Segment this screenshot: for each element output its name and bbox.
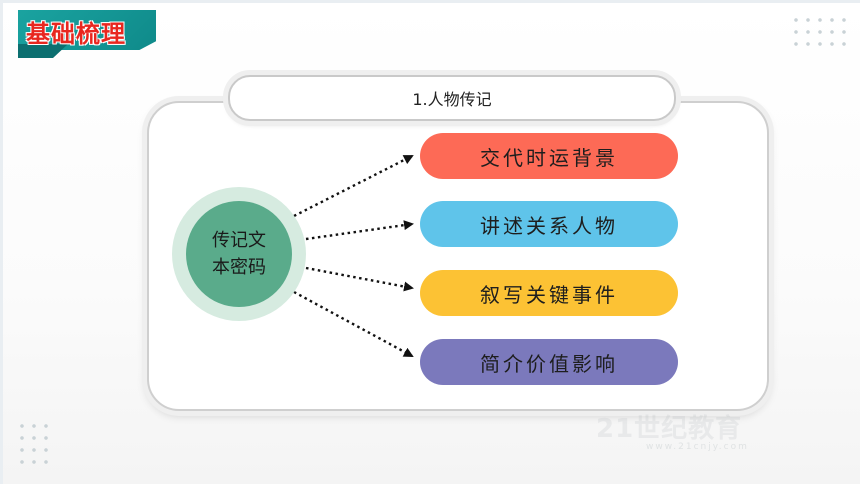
decorative-dots-bottom-left	[16, 420, 52, 470]
section-badge-label: 基础梳理	[26, 20, 126, 48]
item-pill-1-label: 交代时运背景	[480, 145, 618, 170]
left-border	[0, 0, 3, 484]
item-pill-2-label: 讲述关系人物	[480, 213, 618, 238]
panel-title: 1.人物传记	[228, 75, 676, 121]
center-node-line-2: 本密码	[212, 257, 266, 278]
arrow-to-item-3	[305, 266, 414, 292]
arrow-to-item-1	[293, 154, 414, 218]
panel-title-text: 1.人物传记	[412, 90, 492, 109]
arrow-to-item-4	[293, 290, 414, 358]
item-pill-1: 交代时运背景	[420, 133, 678, 179]
center-node: 传记文 本密码	[186, 201, 292, 307]
item-pill-3: 叙写关键事件	[420, 270, 678, 316]
watermark-url: www.21cnjy.com	[646, 442, 749, 452]
item-pill-4: 简介价值影响	[420, 339, 678, 385]
item-pill-3-label: 叙写关键事件	[480, 282, 618, 307]
decorative-dots-top-right	[790, 14, 850, 50]
item-pill-4-label: 简介价值影响	[480, 351, 618, 376]
section-badge	[18, 10, 156, 50]
arrow-to-item-2	[305, 220, 414, 241]
item-pill-2: 讲述关系人物	[420, 201, 678, 247]
watermark-brand: 21世纪教育	[596, 414, 743, 444]
top-border	[0, 0, 860, 3]
badge-ribbon	[18, 44, 68, 58]
center-node-line-1: 传记文	[212, 230, 266, 251]
